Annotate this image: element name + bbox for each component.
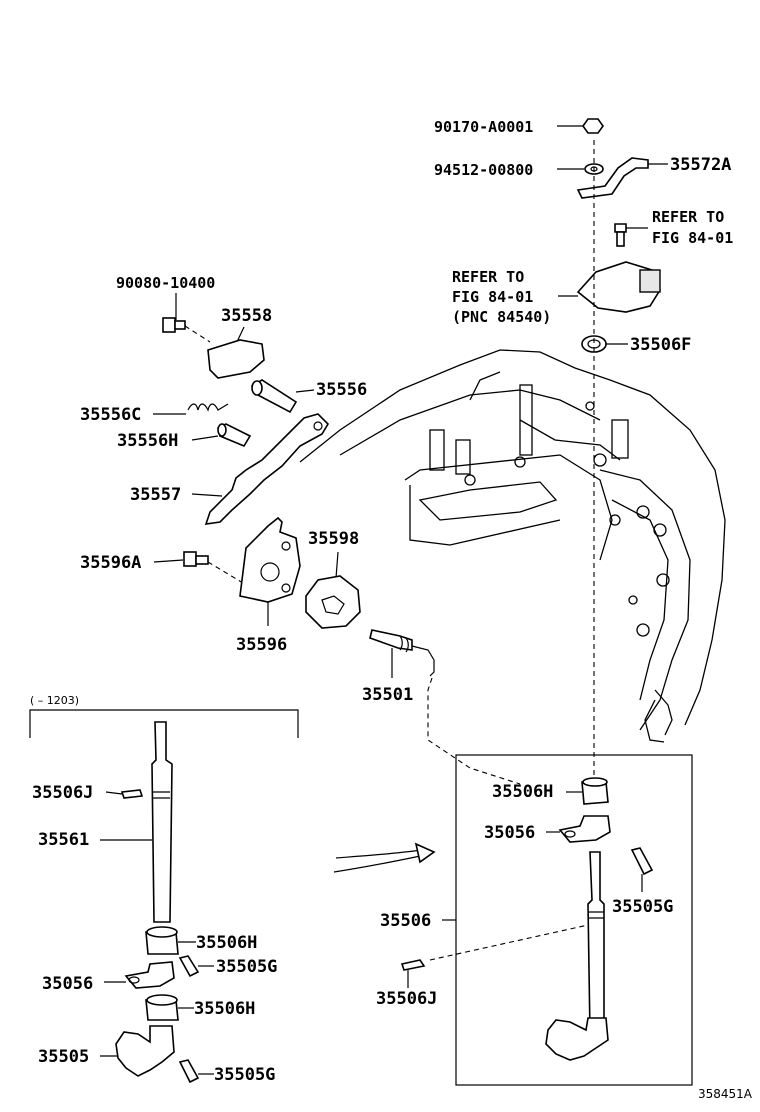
figure-id: 358451A [698,1087,753,1101]
refer-note-2-line2: FIG 84-01 [452,288,533,306]
shift-lever-icon-box [545,1017,609,1061]
torsion-spring-icon [187,403,229,412]
range-bracket [29,709,299,738]
label-94512-00800: 94512-00800 [434,161,533,179]
part-35506F: 35506F [581,335,691,355]
refer-note-2-line1: REFER TO [452,268,524,286]
pin-icon-box [630,847,654,876]
part-35557: 35557 [130,413,330,525]
label-box-35506H: 35506H [492,782,553,802]
label-35596A: 35596A [80,553,141,573]
bracket-icon-box [558,815,611,843]
part-35558: 35558 [207,306,272,379]
pin-icon-left-2 [178,955,200,978]
part-35556C: 35556C [80,403,229,425]
shaft-icon-left [151,721,173,923]
label-35557: 35557 [130,485,181,505]
label-left-35506H-2: 35506H [194,999,255,1019]
detent-spring-icon [207,339,265,379]
refer-note-1-line2: FIG 84-01 [652,229,733,247]
label-35596: 35596 [236,635,287,655]
label-90170-A0001: 90170-A0001 [434,118,533,136]
pin-icon-box-2 [400,959,426,971]
boxed-assembly: 35506H 35056 35505G 35506 35506J [376,754,693,1086]
label-35572A: 35572A [670,155,731,175]
part-35598: 35598 [305,529,361,629]
label-box-35506J: 35506J [376,989,437,1009]
cam-icon [305,575,361,629]
nut-icon [582,118,604,134]
label-35598: 35598 [308,529,359,549]
label-box-35056: 35056 [484,823,535,843]
label-left-35505: 35505 [38,1047,89,1067]
label-left-35506J: 35506J [32,783,93,803]
label-35506F: 35506F [630,335,691,355]
label-box-35505G: 35505G [612,897,673,917]
label-35556H: 35556H [117,431,178,451]
shaft-icon-box [587,851,605,1035]
detent-lever-icon [204,413,330,525]
plate-icon [239,516,301,603]
refer-note-2-line3: (PNC 84540) [452,308,551,326]
label-left-35056: 35056 [42,974,93,994]
label-left-35561: 35561 [38,830,89,850]
neutral-start-switch: REFER TO FIG 84-01 (PNC 84540) [452,261,661,326]
part-35556H: 35556H [117,423,252,451]
bracket-icon-left [124,961,175,989]
pin-icon-left [120,789,144,799]
part-90080-10400: 90080-10400 [116,274,215,343]
part-90170-A0001: 90170-A0001 [434,118,604,136]
label-left-35505G-2: 35505G [214,1065,275,1085]
label-35501: 35501 [362,685,413,705]
manual-lever-icon [576,157,649,199]
shaft-icon [369,629,413,651]
part-35596: 35596 [236,516,301,655]
pin-icon-left-3 [178,1059,200,1084]
bolt-icon [162,317,176,333]
part-35572A: 35572A [576,155,731,199]
bolt-icon-2 [183,551,197,567]
label-left-35506H-1: 35506H [196,933,257,953]
label-35558: 35558 [221,306,272,326]
bolt-head-icon [614,223,627,233]
label-left-35505G-1: 35505G [216,957,277,977]
label-35556: 35556 [316,380,367,400]
refer-note-1-line1: REFER TO [652,208,724,226]
part-35596A: 35596A [80,551,249,587]
label-90080-10400: 90080-10400 [116,274,215,292]
part-35501: 35501 [362,629,521,785]
refer-bolt: REFER TO FIG 84-01 [614,208,733,247]
transmission-case [299,349,726,743]
shift-lever-icon-left [115,1025,175,1077]
part-35556: 35556 [250,379,367,414]
label-box-35506: 35506 [380,911,431,931]
part-94512-00800: 94512-00800 [434,161,604,179]
left-assembly: ( – 1203) 35506J 35561 35506H 35505G 350… [29,694,299,1085]
range-note: ( – 1203) [30,694,79,707]
label-35556C: 35556C [80,405,141,425]
